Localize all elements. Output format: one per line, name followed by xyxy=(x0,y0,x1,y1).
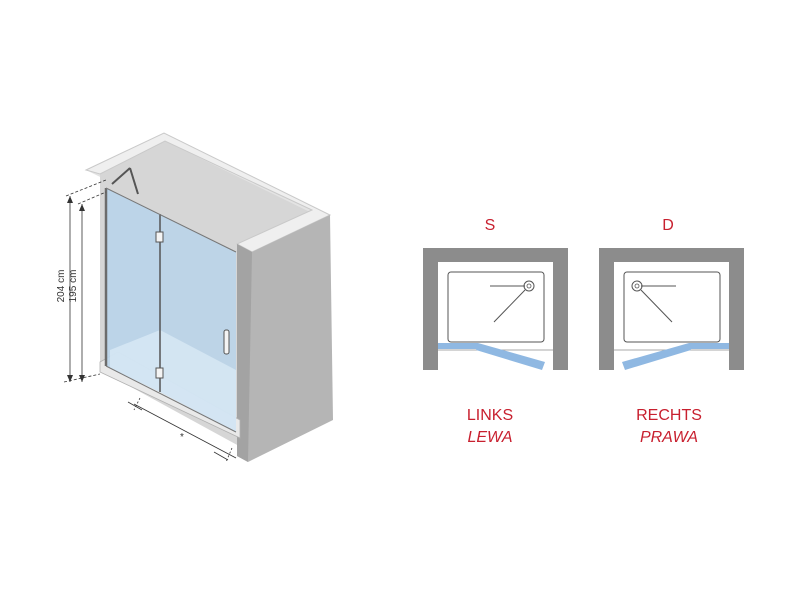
glass-top-edge xyxy=(105,187,237,253)
plan-left-door xyxy=(476,343,545,370)
width-asterisk: * xyxy=(180,432,184,443)
right-wall xyxy=(237,215,333,462)
stabilizer-bar xyxy=(111,167,131,185)
right-wall-front-edge xyxy=(237,244,252,462)
height-204-label: 204 cm xyxy=(56,270,67,303)
plan-left-fixed-glass xyxy=(438,343,478,349)
height-dimensions xyxy=(63,179,107,383)
height-195-label: 195 cm xyxy=(68,270,79,303)
plan-letter-d: D xyxy=(662,217,674,234)
plan-letter-s: S xyxy=(485,217,496,234)
plan-right-label: RECHTS xyxy=(636,407,702,424)
top-hinge xyxy=(155,231,164,243)
floor-glow xyxy=(110,330,236,432)
plan-right-door xyxy=(622,343,691,370)
plan-left-label-alt: LEWA xyxy=(467,429,512,446)
bottom-hinge xyxy=(155,367,164,379)
plan-left-walls xyxy=(423,248,568,370)
isometric-shower-view: 204 cm 195 cm * xyxy=(56,132,333,463)
plan-right-label-alt: PRAWA xyxy=(640,429,698,446)
plan-right-walls xyxy=(599,248,744,370)
plan-right-fixed-glass xyxy=(689,343,729,349)
plan-left-label: LINKS xyxy=(467,407,513,424)
plan-view-left: S LINKS LEWA xyxy=(423,217,568,446)
width-dimension xyxy=(127,397,237,463)
plan-view-right: D RECHTS PRAWA xyxy=(599,217,744,446)
plan-left-tray xyxy=(447,271,545,343)
plan-right-tray xyxy=(623,271,721,343)
glass-bottom-edge xyxy=(105,365,237,433)
door-handle xyxy=(223,329,230,355)
